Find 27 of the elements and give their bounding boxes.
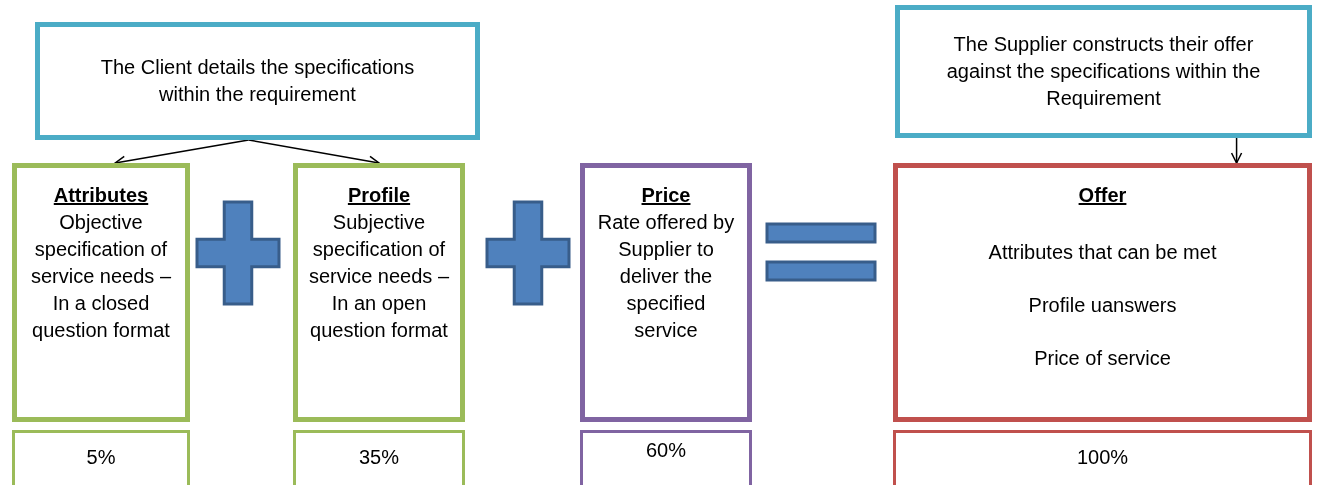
percent-box [580,430,752,485]
box-heading: Profile [347,183,411,208]
arrow [1230,137,1243,164]
box-description: Rate offered by Supplier to deliver the specified service [596,210,736,343]
box-heading: Attributes [53,183,149,208]
note-text: The Supplier constructs their offer against the specifications within the Requirement [945,32,1262,111]
note-box [895,5,1312,138]
note-text: The Client details the specifications within the requirement [99,55,416,107]
attributes-box [12,163,190,422]
offer-box [893,163,1312,422]
percent-value: 100% [1076,444,1129,470]
box-description: Subjective specification of service needs – In an open question format [307,210,451,343]
box-description: Attributes that can be met [988,240,1217,265]
percent-box [293,430,465,485]
percent-value: 5% [86,444,116,470]
box-description: Price of service [1034,346,1171,371]
box-description: Profile uanswers [1028,293,1177,318]
price-box [580,163,752,422]
box-description: Objective specification of service needs – In a closed question format [29,210,173,343]
box-heading: Price [641,183,691,208]
percent-value: 35% [359,444,399,470]
box-heading: Offer [1078,183,1127,208]
percent-value: 60% [646,437,686,463]
profile-box [293,163,465,422]
note-box [35,22,480,140]
percent-box [12,430,190,485]
percent-box [893,430,1312,485]
